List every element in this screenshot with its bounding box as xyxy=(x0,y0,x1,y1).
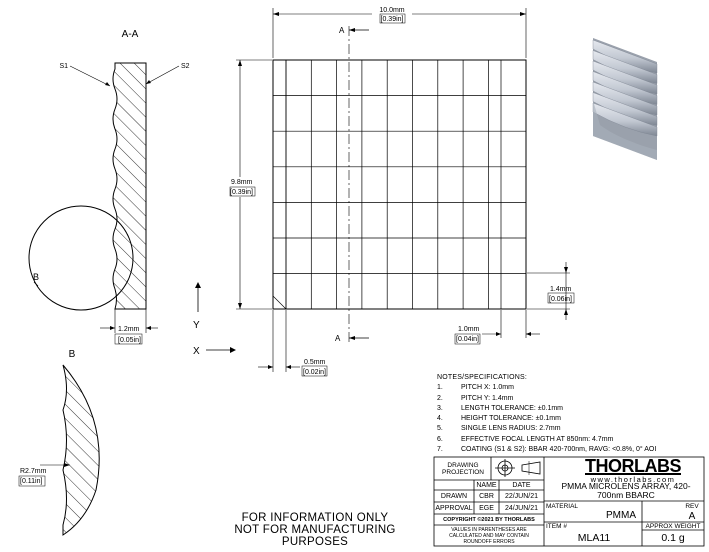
note-item: 5. SINGLE LENS RADIUS: 2.7mm xyxy=(437,424,702,434)
section-marker-top: A xyxy=(339,26,345,35)
material-value: PMMA xyxy=(606,510,636,521)
note-number: 2. xyxy=(437,394,443,402)
detail-radius-in: [0.11in] xyxy=(20,478,42,485)
note-number: 1. xyxy=(437,384,443,392)
note-text: LENGTH TOLERANCE: ±0.1mm xyxy=(461,404,563,412)
disclaimer-line-1: FOR INFORMATION ONLY xyxy=(241,512,389,524)
note-item: 3. LENGTH TOLERANCE: ±0.1mm xyxy=(437,404,702,414)
drawn-name: CBR xyxy=(479,492,494,500)
detail-label: B xyxy=(69,349,76,360)
notes-list: 1. PITCH X: 1.0mm 2. PITCH Y: 1.4mm 3. LENGTH… xyxy=(437,383,702,455)
note-item: 4. HEIGHT TOLERANCE: ±0.1mm xyxy=(437,414,702,424)
note-text: EFFECTIVE FOCAL LENGTH AT 850nm: 4.7mm xyxy=(461,435,614,443)
axis-x-label: X xyxy=(193,346,200,357)
drawn-date: 22/JUN/21 xyxy=(504,492,539,500)
lens-grid xyxy=(272,59,527,310)
detail-lens-profile xyxy=(62,364,100,536)
width-in: [0.39in] xyxy=(381,16,404,23)
note-number: 6. xyxy=(437,435,443,443)
height-in: [0.39in] xyxy=(230,189,253,196)
copyright: COPYRIGHT ©2021 BY THORLABS xyxy=(443,516,535,523)
notes-heading: NOTES/SPECIFICATIONS: xyxy=(437,374,528,381)
detail-view: B R2.7mm [0.11in] xyxy=(18,349,100,536)
notes-block: NOTES/SPECIFICATIONS: 1. PITCH X: 1.0mm 2.… xyxy=(437,373,702,455)
note-text: SINGLE LENS RADIUS: 2.7mm xyxy=(461,425,561,433)
offset-mm: 0.5mm xyxy=(304,359,326,366)
section-label: A-A xyxy=(122,29,139,40)
note-text: PITCH Y: 1.4mm xyxy=(461,394,514,402)
note-number: 3. xyxy=(437,404,443,412)
detail-radius-mm: R2.7mm xyxy=(20,468,47,475)
weight-value: 0.1 g xyxy=(661,531,685,544)
date-header: DATE xyxy=(512,481,531,489)
approval-label: APPROVAL xyxy=(435,504,473,512)
detail-reference-label: B xyxy=(33,272,39,282)
name-header: NAME xyxy=(476,481,497,489)
pitch-y-in: [0.06in] xyxy=(549,296,572,303)
approval-name: EGE xyxy=(479,504,494,512)
drawing-title: PMMA MICROLENS ARRAY, 420-700nm BBARC xyxy=(561,481,691,500)
brand-name: THORLABS xyxy=(585,456,682,476)
note-text: PITCH X: 1.0mm xyxy=(461,384,514,392)
note-number: 5. xyxy=(437,425,443,433)
array-outline xyxy=(272,59,527,310)
material-label: MATERIAL xyxy=(546,502,579,510)
item-value: MLA11 xyxy=(577,531,611,544)
width-mm: 10.0mm xyxy=(379,7,404,14)
values-note: VALUES IN PARENTHESES ARE CALCULATED AND… xyxy=(449,526,529,545)
projection-label: DRAWING PROJECTION xyxy=(442,462,484,476)
item-label: ITEM # xyxy=(546,523,567,530)
front-view: 10.0mm [0.39in] 9.8mm [0.39in] A A 1.4mm… xyxy=(193,5,575,377)
drawn-label: DRAWN xyxy=(440,492,468,500)
brand-website: www.thorlabs.com xyxy=(590,475,676,484)
note-number: 4. xyxy=(437,415,443,423)
offset-in: [0.02in] xyxy=(303,369,326,376)
note-item: 2. PITCH Y: 1.4mm xyxy=(437,394,702,404)
note-text: COATING (S1 & S2): BBAR 420-700nm, RAVG:… xyxy=(461,446,657,454)
disclaimer: FOR INFORMATION ONLY NOT FOR MANUFACTURI… xyxy=(200,512,430,548)
note-item: 7. COATING (S1 & S2): BBAR 420-700nm, RAV… xyxy=(437,445,702,455)
note-number: 7. xyxy=(437,446,443,454)
detail-circle xyxy=(28,205,134,311)
section-marker-bottom: A xyxy=(335,334,341,343)
pitch-x-in: [0.04in] xyxy=(456,336,479,343)
section-body xyxy=(112,62,147,310)
surface-s2-label: S2 xyxy=(181,63,190,70)
axis-y-label: Y xyxy=(193,320,200,331)
section-view: A-A B S1 S2 1.2mm [0.05in] xyxy=(28,29,190,345)
thickness-mm: 1.2mm xyxy=(118,326,140,333)
weight-label: APPROX WEIGHT xyxy=(645,522,701,530)
approval-date: 24/JUN/21 xyxy=(504,504,539,512)
pitch-x-mm: 1.0mm xyxy=(458,326,480,333)
isometric-render xyxy=(592,38,658,160)
note-item: 6. EFFECTIVE FOCAL LENGTH AT 850nm: 4.7mm xyxy=(437,435,702,445)
pitch-y-mm: 1.4mm xyxy=(550,286,572,293)
height-mm: 9.8mm xyxy=(231,179,253,186)
surface-s1-label: S1 xyxy=(59,63,68,70)
rev-value: A xyxy=(688,510,696,522)
rev-label: REV xyxy=(685,503,699,510)
note-text: HEIGHT TOLERANCE: ±0.1mm xyxy=(461,415,561,423)
note-item: 1. PITCH X: 1.0mm xyxy=(437,383,702,393)
title-block xyxy=(433,456,705,547)
thickness-in: [0.05in] xyxy=(118,337,141,344)
thorlabs-logo: THORLABS www.thorlabs.com xyxy=(578,456,688,484)
disclaimer-line-2: NOT FOR MANUFACTURING PURPOSES xyxy=(234,524,396,548)
